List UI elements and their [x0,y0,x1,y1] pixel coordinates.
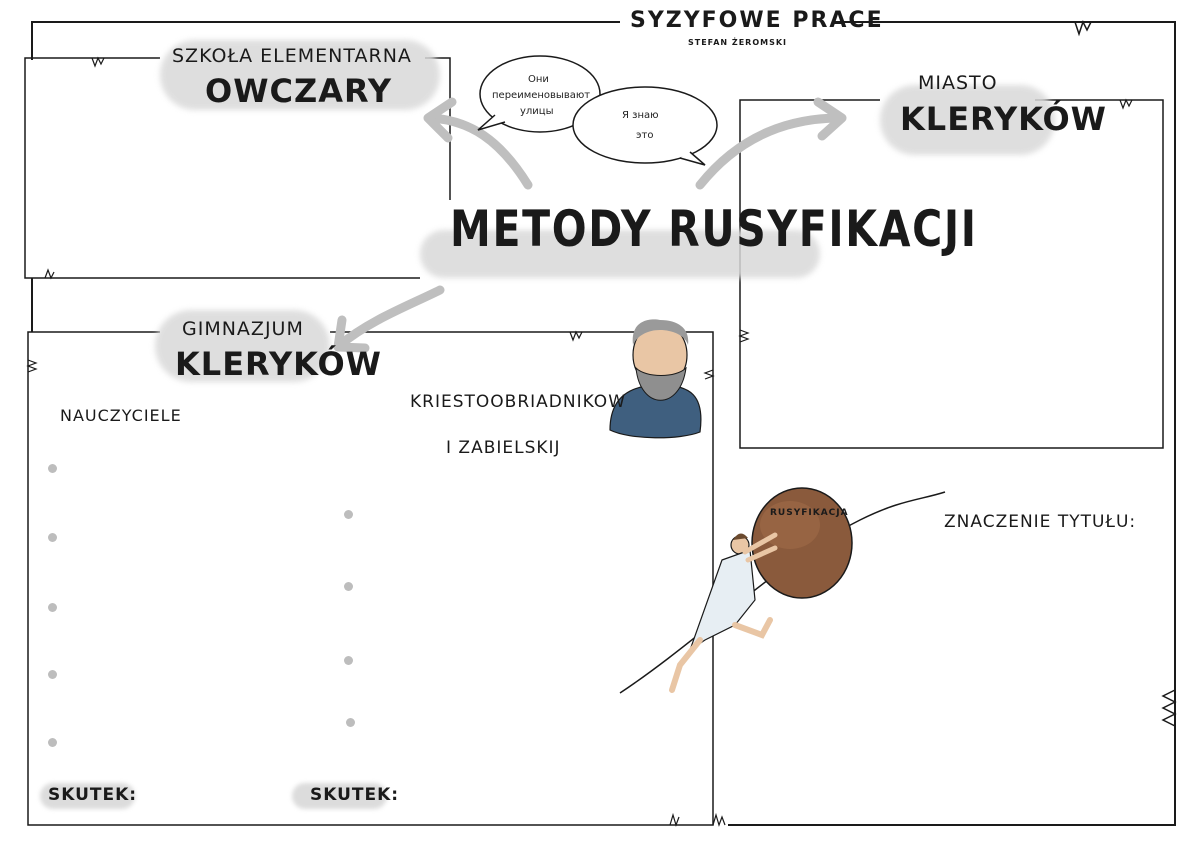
sisyphus-figure [669,532,778,693]
teachers-label: NAUCZYCIELE [60,406,182,425]
arrow-to-city [695,113,845,190]
frame-zigzag-top [1074,20,1092,37]
frame-zigzag-right [1161,689,1177,727]
author-name: STEFAN ŻEROMSKI [688,38,788,47]
effect-left-label: SKUTEK: [48,785,138,805]
city-title: KLERYKÓW [900,100,1107,138]
speech-bubble-left [479,55,601,133]
city-highlight [880,85,1055,155]
bullet-dot [344,582,353,591]
effect-left-highlight [40,783,135,809]
director-line1: KRIESTOOBRIADNIKOW [410,392,626,412]
gymnasium-subtitle: GIMNAZJUM [182,318,304,340]
bullet-dot [48,464,57,473]
main-topic-title: METODY RUSYFIKACJI [450,200,978,258]
bullet-dot [48,670,57,679]
bullet-dot [48,533,57,542]
bullet-dot [346,718,355,727]
school-subtitle: SZKOŁA ELEMENTARNA [172,45,412,67]
page-title: SYZYFOWE PRACE [630,8,884,33]
bubble-left-line1: Они [528,74,549,85]
boulder-label: RUSYFIKACJA [770,508,849,518]
portrait-illustration [609,319,702,439]
school-title: OWCZARY [205,72,393,110]
bullet-dot [344,510,353,519]
center-title-highlight [420,230,820,278]
bullet-dot [48,738,57,747]
bubble-left-line2: переименовывают [492,90,591,101]
bubble-left-line3: улицы [520,106,554,117]
speech-bubble-right [572,86,718,164]
director-line2: I ZABIELSKIJ [446,438,561,458]
effect-right-label: SKUTEK: [310,785,400,805]
arrow-to-school [425,113,533,190]
bubble-right-line1: Я знаю [622,110,659,121]
bubble-right-line2: это [636,130,654,141]
school-highlight [160,40,440,110]
gymnasium-highlight [155,310,330,382]
effect-right-highlight [292,783,387,809]
arrow-to-gymnasium [335,285,445,350]
city-box [739,99,1164,449]
title-meaning-label: ZNACZENIE TYTUŁU: [944,512,1137,532]
bullet-dot [344,656,353,665]
outer-frame [31,21,1176,826]
bullet-dot [48,603,57,612]
gymnasium-title: KLERYKÓW [175,345,382,383]
city-subtitle: MIASTO [918,72,998,94]
